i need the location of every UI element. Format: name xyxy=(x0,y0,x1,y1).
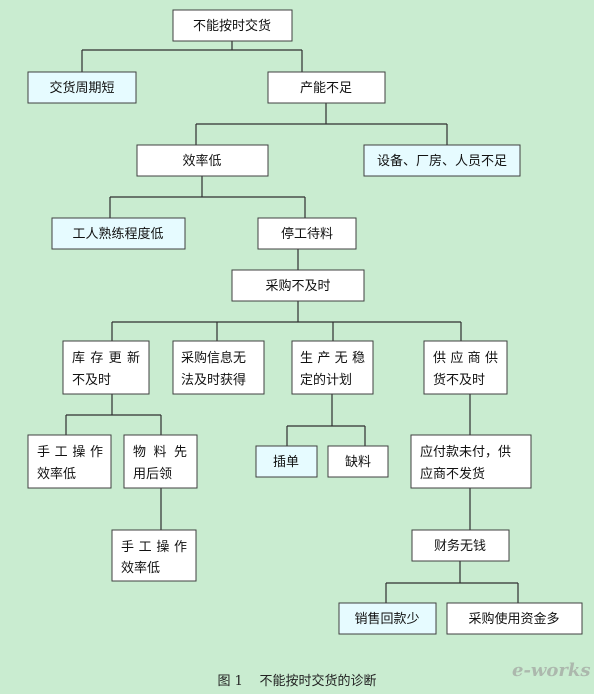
node-root-label: 不能按时交货 xyxy=(193,18,271,34)
figure-caption: 图 1 不能按时交货的诊断 xyxy=(0,670,594,689)
node-sales-label: 销售回款少 xyxy=(354,611,419,627)
node-finance: 财务无钱 xyxy=(411,529,510,562)
node-plan-line2: 定的计划 xyxy=(300,372,352,388)
node-rush-order: 插单 xyxy=(255,445,318,478)
node-capacity-label: 产能不足 xyxy=(300,81,352,96)
node-efficiency: 效率低 xyxy=(136,144,269,177)
node-equipment-label: 设备、厂房、人员不足 xyxy=(377,153,507,169)
node-efficiency-label: 效率低 xyxy=(182,153,221,169)
connector-inventory xyxy=(65,394,162,435)
node-short-cycle-label: 交货周期短 xyxy=(49,80,114,96)
node-waiting-label: 停工待料 xyxy=(281,226,333,242)
node-purchase-funds: 采购使用资金多 xyxy=(446,602,583,635)
node-payable-line2: 应商不发货 xyxy=(420,466,485,482)
watermark-logo: e-works xyxy=(512,660,591,681)
node-short-cycle: 交货周期短 xyxy=(27,71,137,104)
connector-plan xyxy=(286,394,366,446)
connector-purchase xyxy=(111,301,462,341)
node-payable-line1: 应付款未付，供 xyxy=(420,444,511,460)
node-purchase-info: 采购信息无 法及时获得 xyxy=(172,340,265,395)
node-manual-line2: 效率低 xyxy=(37,466,76,482)
figure-number: 图 1 xyxy=(217,674,243,689)
node-inventory-line2: 不及时 xyxy=(72,373,111,388)
node-finance-label: 财务无钱 xyxy=(434,538,486,554)
node-manual-b-line2: 效率低 xyxy=(121,560,160,576)
node-plan: 生产无稳 定的计划 xyxy=(291,340,374,395)
node-purchase-info-line1: 采购信息无 xyxy=(181,350,246,366)
node-inventory: 库存更新 不及时 xyxy=(62,340,150,395)
connectors xyxy=(65,41,519,603)
node-capacity: 产能不足 xyxy=(267,71,386,104)
connector-finance xyxy=(385,561,519,603)
node-sales: 销售回款少 xyxy=(338,602,437,635)
node-material-line1: 物料先 xyxy=(133,445,187,460)
node-supplier-line2: 货不及时 xyxy=(433,372,485,388)
connector-capacity xyxy=(195,103,448,145)
node-purchase-info-line2: 法及时获得 xyxy=(181,372,246,388)
node-shortage: 缺料 xyxy=(327,445,389,478)
node-purchase-late: 采购不及时 xyxy=(231,269,365,302)
node-rush-order-label: 插单 xyxy=(273,455,299,470)
node-root: 不能按时交货 xyxy=(172,9,293,42)
node-purchase-late-label: 采购不及时 xyxy=(265,278,330,294)
connector-root xyxy=(81,41,303,72)
node-payable: 应付款未付，供 应商不发货 xyxy=(410,434,532,489)
node-waiting: 停工待料 xyxy=(257,217,357,250)
node-skill-label: 工人熟练程度低 xyxy=(72,226,163,242)
figure-title: 不能按时交货的诊断 xyxy=(259,674,377,689)
node-skill: 工人熟练程度低 xyxy=(51,217,186,250)
node-material-line2: 用后领 xyxy=(133,467,172,482)
node-material: 物料先 用后领 xyxy=(123,434,198,489)
connector-efficiency xyxy=(109,176,306,218)
node-manual: 手工操作 效率低 xyxy=(27,434,112,489)
node-purchase-funds-label: 采购使用资金多 xyxy=(468,611,559,627)
node-manual-b: 手工操作 效率低 xyxy=(111,529,197,582)
node-supplier: 供应商供 货不及时 xyxy=(423,340,508,395)
node-equipment: 设备、厂房、人员不足 xyxy=(363,144,521,177)
node-shortage-label: 缺料 xyxy=(345,455,371,470)
